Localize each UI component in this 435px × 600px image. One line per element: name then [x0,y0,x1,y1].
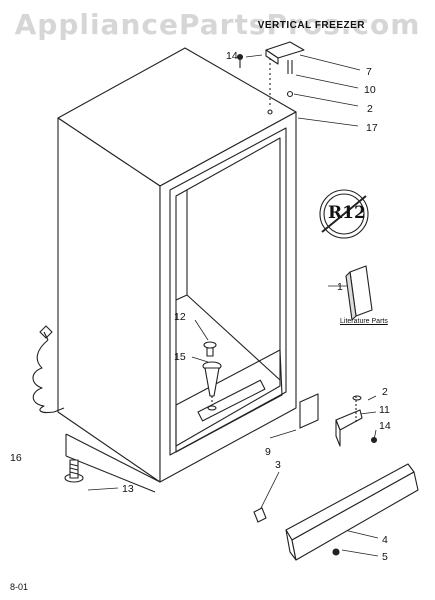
callout-13: 13 [122,483,134,495]
revision-date: 8-01 [10,582,29,592]
drain-plug-parts [202,341,222,411]
cabinet-body [57,47,297,483]
screw-part [332,548,340,556]
literature-label: Literature Parts [340,318,388,325]
callout-1: 1 [337,281,343,293]
leader-lines [87,54,379,557]
power-cord [32,325,65,414]
callout-14-top: 14 [226,50,238,62]
callout-7: 7 [366,66,372,78]
callout-5: 5 [382,551,388,563]
callout-16: 16 [10,452,22,464]
leveling-leg [64,459,84,483]
callout-12: 12 [174,311,186,323]
callout-9: 9 [265,446,271,458]
diagram-title: VERTICAL FREEZER [257,20,365,31]
emblem-text: R12 [328,203,366,223]
bottom-hinge [299,393,378,447]
kick-plate [285,463,419,561]
floor-base [65,433,161,493]
callout-17: 17 [366,122,378,134]
callout-2-bottom: 2 [382,386,388,398]
callout-14-bottom: 14 [379,420,391,432]
callout-11: 11 [379,404,390,416]
r12-emblem [319,189,369,239]
callout-15: 15 [174,351,186,363]
top-hinge [236,41,305,115]
callout-4: 4 [382,534,388,546]
watermark: AppliancePartsPros.com [14,8,421,41]
clip-part [253,507,267,523]
callout-3: 3 [275,459,281,471]
literature-booklet [345,265,373,321]
callout-2-top: 2 [367,103,373,115]
callout-10: 10 [364,84,376,96]
